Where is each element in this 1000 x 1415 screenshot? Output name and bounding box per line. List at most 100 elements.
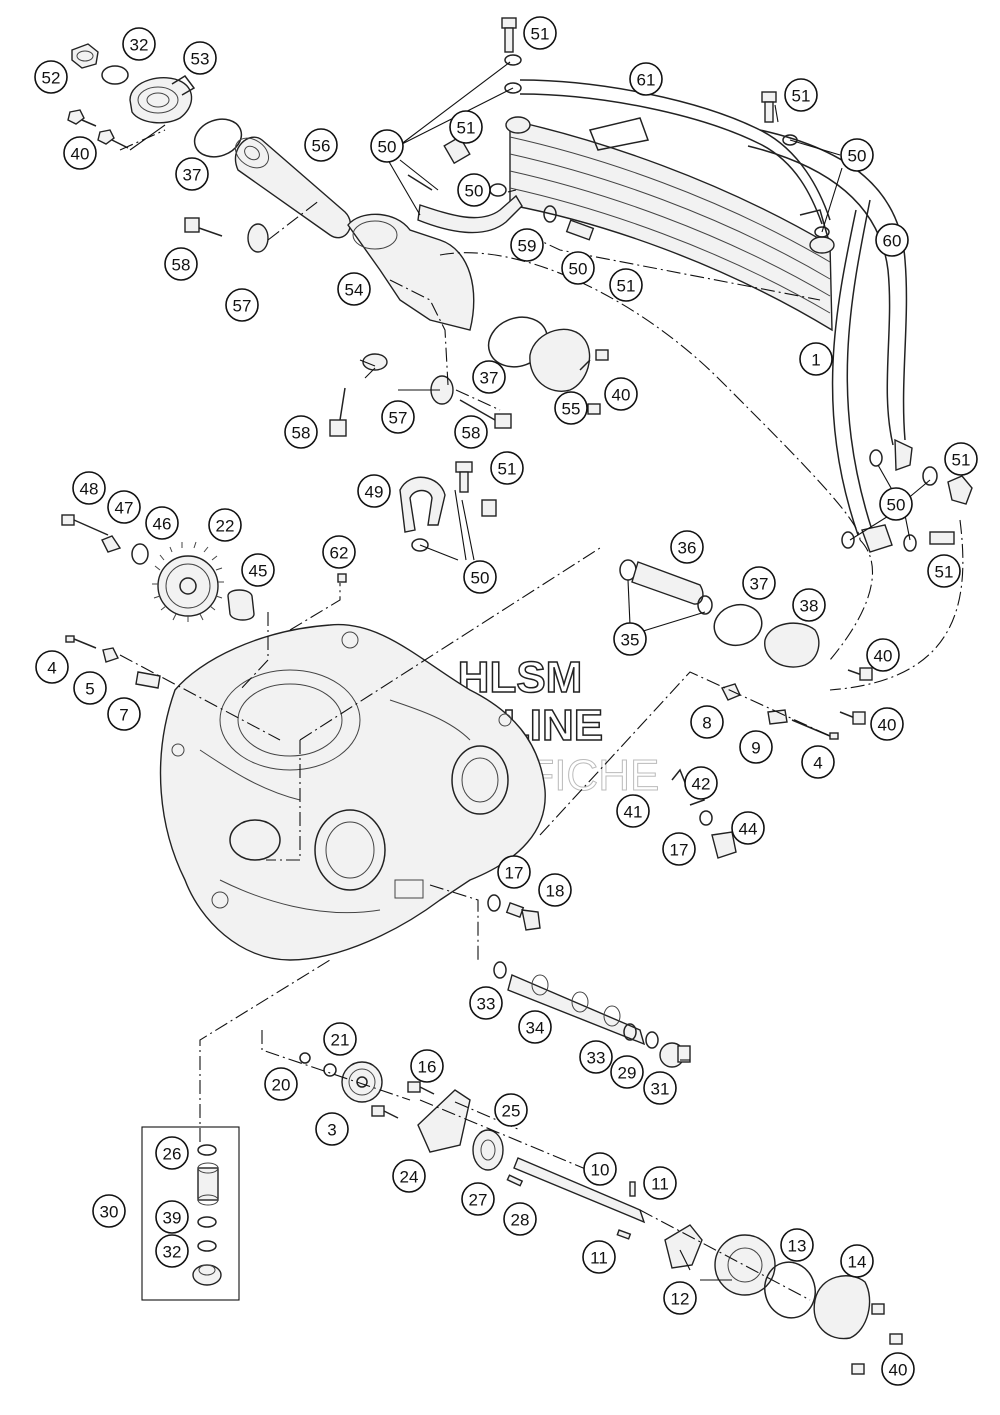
callout-26: 26 <box>155 1136 189 1170</box>
seal-ring-50-a <box>504 54 522 66</box>
oil-hose-61 <box>519 79 831 221</box>
seal-ring-50-g <box>543 205 557 223</box>
callout-circle <box>322 535 356 569</box>
callout-10: 10 <box>583 1152 617 1186</box>
callout-circle <box>183 41 217 75</box>
callout-33: 33 <box>579 1040 613 1074</box>
o-ring-29 <box>645 1031 659 1049</box>
bolt-40-h <box>889 1333 903 1345</box>
gear-3 <box>341 1061 383 1103</box>
callout-label: 51 <box>457 119 476 138</box>
bolt-40-i <box>851 1363 865 1375</box>
callout-58: 58 <box>164 247 198 281</box>
callout-label: 11 <box>590 1249 608 1268</box>
callout-circle <box>73 671 107 705</box>
callout-label: 50 <box>887 496 906 515</box>
callout-label: 1 <box>811 351 820 370</box>
callout-circle <box>739 730 773 764</box>
bolt-40-a <box>67 109 97 127</box>
callout-label: 34 <box>526 1019 545 1038</box>
callout-29: 29 <box>610 1055 644 1089</box>
callout-circle <box>690 705 724 739</box>
callout-21: 21 <box>323 1022 357 1056</box>
callout-circle <box>792 588 826 622</box>
callout-circle <box>662 832 696 866</box>
callout-label: 24 <box>400 1168 419 1187</box>
callout-circle <box>454 415 488 449</box>
callout-circle <box>583 1152 617 1186</box>
callout-14: 14 <box>840 1244 874 1278</box>
bolt-40-b <box>97 129 129 149</box>
callout-label: 61 <box>637 71 656 90</box>
callout-label: 40 <box>878 716 897 735</box>
oil-hose-60-lower <box>846 199 873 531</box>
callout-circle <box>582 1240 616 1274</box>
screw-4-b <box>791 719 839 740</box>
bolt-16-b <box>371 1105 399 1119</box>
callout-circle <box>684 766 718 800</box>
callout-circle <box>92 1194 126 1228</box>
callout-51: 51 <box>609 268 643 302</box>
callout-circle <box>840 138 874 172</box>
callout-12: 12 <box>663 1281 697 1315</box>
callout-48: 48 <box>72 471 106 505</box>
callout-label: 51 <box>531 25 550 44</box>
callout-circle <box>145 506 179 540</box>
bolt-40-e <box>847 667 873 681</box>
hose-end-60 <box>894 438 913 471</box>
callout-label: 37 <box>183 166 202 185</box>
callout-circle <box>866 638 900 672</box>
callout-35: 35 <box>613 622 647 656</box>
callout-30: 30 <box>92 1194 126 1228</box>
callout-3: 3 <box>315 1112 349 1146</box>
callout-51: 51 <box>523 16 557 50</box>
callout-17: 17 <box>662 832 696 866</box>
seal-ring-50-e <box>489 183 507 197</box>
callout-37: 37 <box>742 566 776 600</box>
callout-circle <box>472 360 506 394</box>
callout-20: 20 <box>264 1067 298 1101</box>
grommet-57-b <box>362 353 388 371</box>
callout-40: 40 <box>881 1352 915 1386</box>
callout-label: 49 <box>365 483 384 502</box>
oil-hose-60-lower-edge <box>831 209 859 536</box>
callout-37: 37 <box>175 157 209 191</box>
crankcase <box>159 623 546 961</box>
callout-45: 45 <box>241 553 275 587</box>
callout-31: 31 <box>643 1071 677 1105</box>
oil-filter-cover-group <box>67 43 351 239</box>
callout-circle <box>643 1071 677 1105</box>
seal-35-b <box>697 595 713 615</box>
callout-circle <box>731 811 765 845</box>
callout-circle <box>241 553 275 587</box>
callout-32: 32 <box>122 27 156 61</box>
plug-44 <box>711 831 737 859</box>
callout-51: 51 <box>449 110 483 144</box>
callout-label: 13 <box>788 1237 807 1256</box>
oil-cooler-1 <box>505 116 835 332</box>
callout-39: 39 <box>155 1200 189 1234</box>
callout-circle <box>264 1067 298 1101</box>
callout-label: 39 <box>163 1209 182 1228</box>
oil-filter-cover-53 <box>129 75 196 124</box>
oil-hose-61-edge <box>519 93 823 225</box>
shaft-34 <box>507 974 646 1046</box>
callout-label: 51 <box>617 277 636 296</box>
callout-22: 22 <box>208 508 242 542</box>
callout-circle <box>469 986 503 1020</box>
callout-circle <box>801 745 835 779</box>
banjo-bolt-51-right-a <box>947 475 973 505</box>
callout-label: 50 <box>465 182 484 201</box>
callout-label: 53 <box>191 50 210 69</box>
o-ring-33-b <box>623 1023 637 1041</box>
callout-40: 40 <box>870 707 904 741</box>
right-side-fittings <box>841 438 973 553</box>
callout-label: 36 <box>678 539 697 558</box>
seal-ring-17-a <box>699 810 713 826</box>
seal-ring-50-d <box>814 226 830 238</box>
callout-7: 7 <box>107 697 141 731</box>
callout-circle <box>315 1112 349 1146</box>
callout-label: 50 <box>569 260 588 279</box>
callout-58: 58 <box>454 415 488 449</box>
